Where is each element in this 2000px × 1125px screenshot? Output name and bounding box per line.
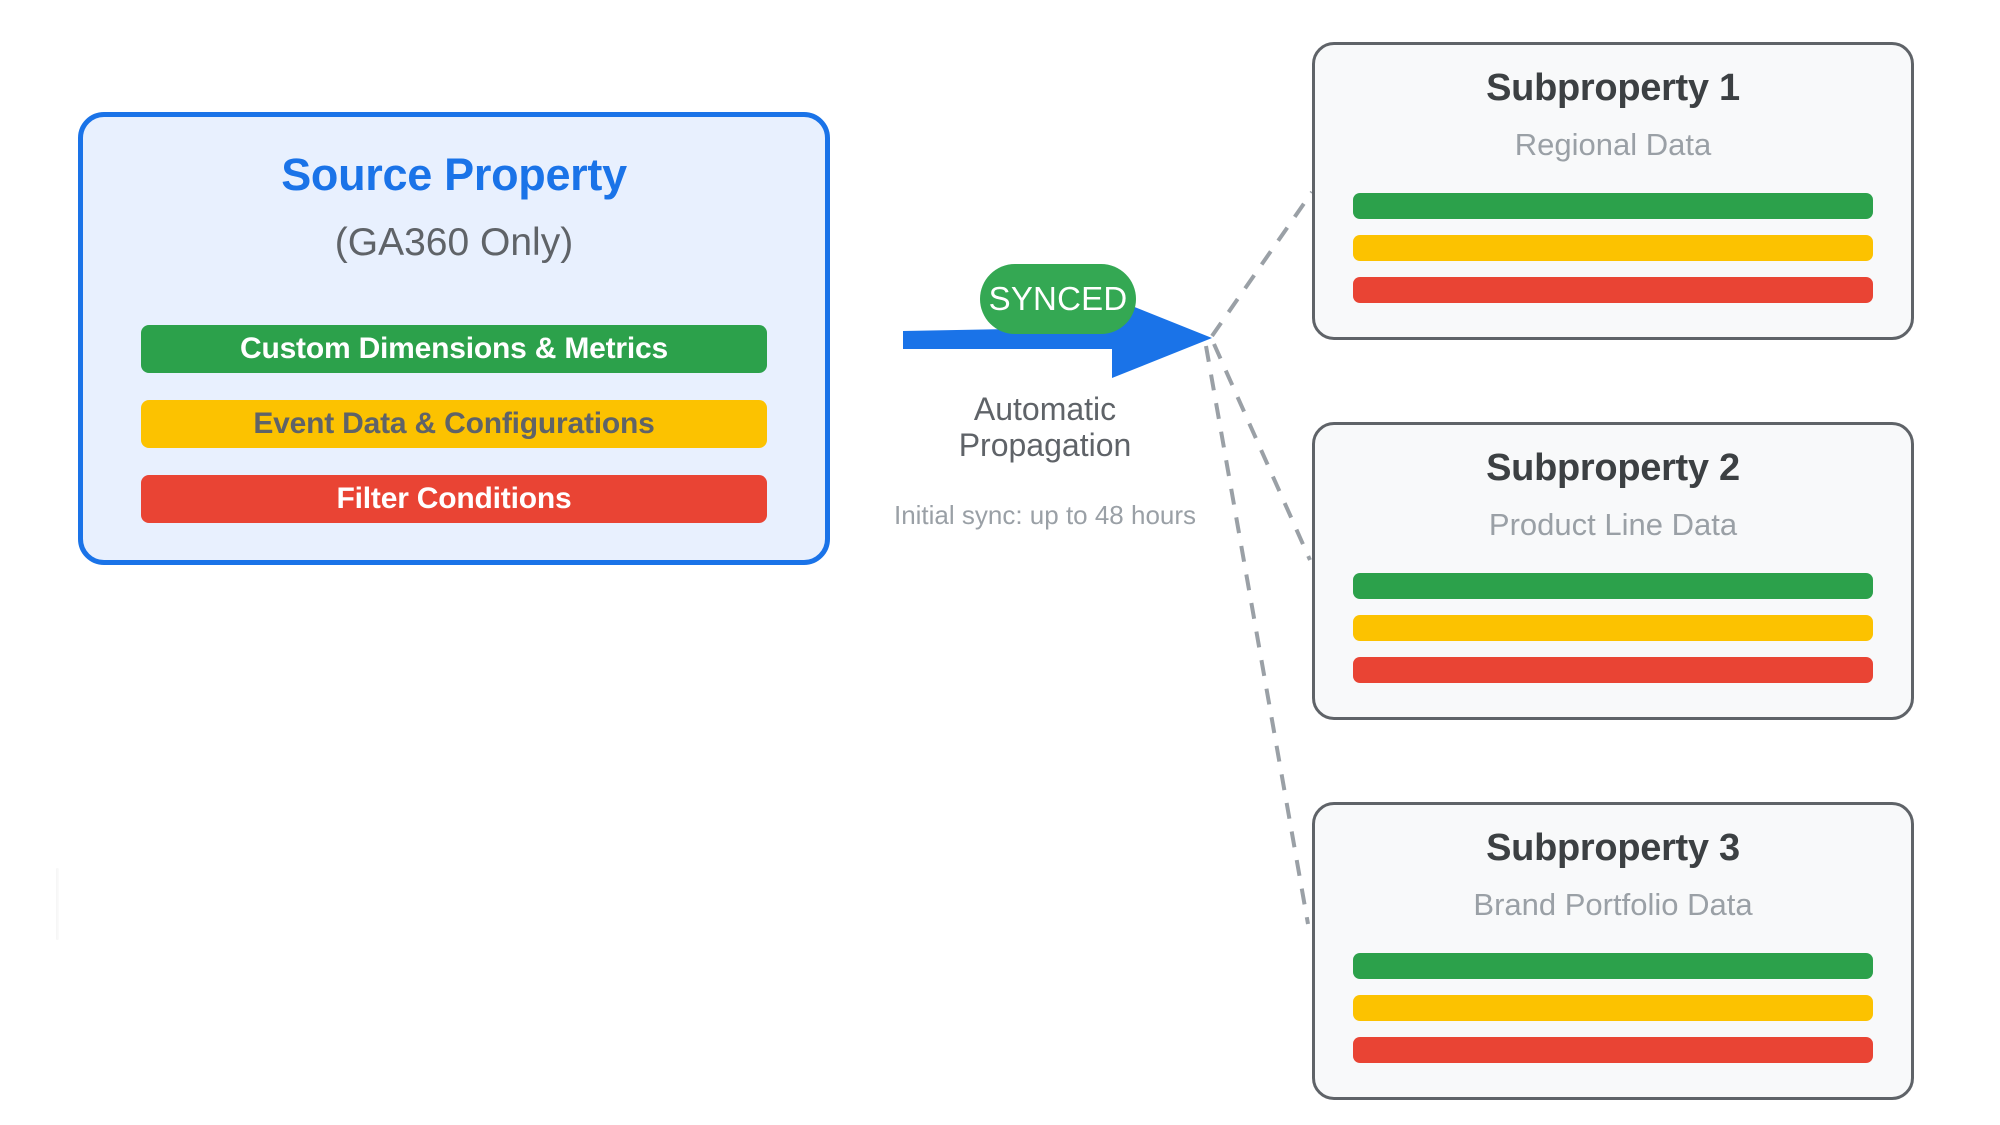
source-bar-custom-dimensions-metrics: Custom Dimensions & Metrics [141, 325, 767, 373]
source-bar-label: Custom Dimensions & Metrics [239, 332, 669, 365]
subproperty-bar-list [1353, 573, 1873, 683]
subproperty-card-2: Subproperty 2 Product Line Data [1312, 422, 1914, 720]
synced-badge-label: SYNCED [988, 280, 1128, 317]
synced-status-badge: SYNCED [980, 264, 1136, 334]
subproperty-card-3: Subproperty 3 Brand Portfolio Data [1312, 802, 1914, 1100]
subproperty-title: Subproperty 1 [1486, 67, 1740, 109]
automatic-propagation-label: Automatic Propagation [880, 391, 1210, 464]
page-edge-artifact [56, 868, 59, 940]
propagation-label-line-2: Propagation [958, 426, 1132, 463]
source-bar-label: Filter Conditions [336, 482, 572, 515]
propagation-label-line-1: Automatic [973, 391, 1117, 427]
initial-sync-note: Initial sync: up to 48 hours [893, 500, 1197, 530]
propagation-arrow-icon [903, 298, 1212, 378]
sync-arrow-group [890, 255, 1230, 395]
subproperty-subtitle: Product Line Data [1488, 507, 1738, 542]
subproperty-bar-list [1353, 953, 1873, 1063]
subproperty-bar-event-data-configurations [1353, 995, 1873, 1021]
source-property-card: Source Property (GA360 Only) Custom Dime… [78, 112, 830, 565]
subproperty-bar-custom-dimensions-metrics [1353, 573, 1873, 599]
source-property-bar-list: Custom Dimensions & Metrics Event Data &… [141, 325, 767, 523]
subproperty-bar-event-data-configurations [1353, 615, 1873, 641]
source-bar-filter-conditions: Filter Conditions [141, 475, 767, 523]
subproperty-bar-filter-conditions [1353, 1037, 1873, 1063]
subproperty-card-1: Subproperty 1 Regional Data [1312, 42, 1914, 340]
subproperty-subtitle: Brand Portfolio Data [1473, 887, 1753, 922]
source-bar-event-data-configurations: Event Data & Configurations [141, 400, 767, 448]
subproperty-bar-filter-conditions [1353, 277, 1873, 303]
source-bar-label: Event Data & Configurations [253, 407, 655, 440]
subproperty-title: Subproperty 3 [1486, 827, 1740, 869]
subproperty-title: Subproperty 2 [1486, 447, 1740, 489]
subproperty-bar-filter-conditions [1353, 657, 1873, 683]
connector-line-to-subproperty-3 [1204, 345, 1310, 925]
subproperty-bar-list [1353, 193, 1873, 303]
source-property-title: Source Property [281, 149, 627, 200]
subproperty-bar-event-data-configurations [1353, 235, 1873, 261]
subproperty-subtitle: Regional Data [1514, 127, 1712, 162]
source-property-subtitle: (GA360 Only) [334, 221, 574, 264]
subproperty-bar-custom-dimensions-metrics [1353, 193, 1873, 219]
subproperty-bar-custom-dimensions-metrics [1353, 953, 1873, 979]
